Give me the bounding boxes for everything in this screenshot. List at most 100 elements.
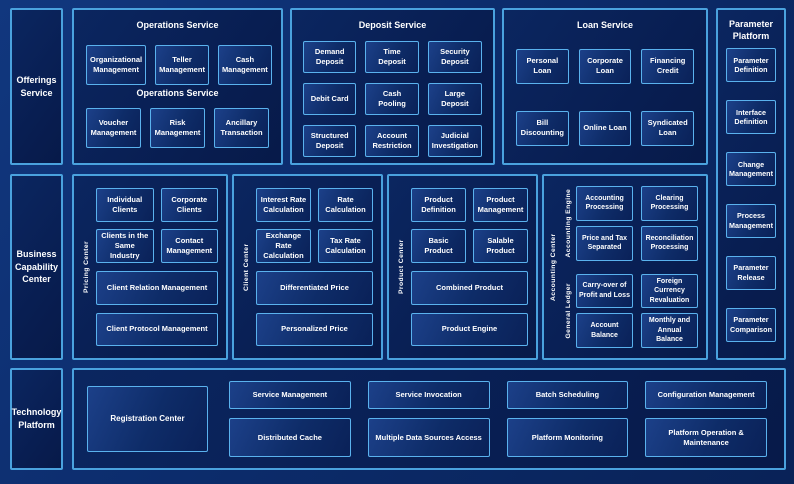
capability-box: Accounting Processing — [576, 186, 633, 221]
capability-box: Batch Scheduling — [506, 381, 629, 410]
registration-center-box: Registration Center — [87, 386, 208, 452]
capability-box: Cash Pooling — [365, 82, 419, 115]
sidebar-label: Technology Platform — [11, 407, 62, 430]
vertical-label: Client Center — [243, 243, 250, 291]
pricing-content: Individual Clients Corporate Clients Cli… — [96, 188, 218, 346]
capability-box: Product Engine — [411, 312, 528, 346]
capability-box: Online Loan — [578, 110, 632, 146]
capability-box: Carry-over of Profit and Loss — [576, 273, 633, 309]
vertical-label: Accounting Engine — [565, 188, 572, 258]
parameter-list: Parameter Definition Interface Definitio… — [726, 48, 776, 342]
accounting-engine-group: Accounting Engine Accounting Processing … — [561, 186, 698, 261]
capability-box: Client Relation Management — [96, 271, 218, 305]
vertical-label: Accounting Center — [550, 233, 557, 301]
technology-grid: Service Management Service Invocation Ba… — [229, 381, 767, 457]
capability-box: Parameter Release — [726, 256, 776, 291]
capability-box: Contact Management — [160, 229, 218, 263]
vertical-label: Product Center — [398, 239, 405, 295]
product-grid: Product Definition Product Management Ba… — [411, 188, 528, 263]
capability-box: Security Deposit — [427, 40, 482, 73]
sidebar-label: Offerings Service — [16, 74, 57, 98]
capability-box: Platform Monitoring — [506, 418, 629, 457]
general-ledger-grid: Carry-over of Profit and Loss Foreign Cu… — [576, 273, 698, 348]
parameter-platform-panel: Parameter Platform Parameter Definition … — [716, 8, 786, 360]
capability-box: Corporate Loan — [578, 48, 632, 84]
loan-grid: Personal Loan Corporate Loan Financing C… — [516, 48, 694, 146]
capability-box: Cash Management — [217, 44, 272, 85]
general-ledger-group: General Ledger Carry-over of Profit and … — [561, 273, 698, 348]
capability-box: Product Management — [473, 188, 528, 222]
product-center-panel: Product Center Product Definition Produc… — [387, 174, 538, 360]
capability-box: Rate Calculation — [318, 188, 373, 222]
capability-box: Configuration Management — [645, 381, 767, 410]
capability-box: Structured Deposit — [303, 124, 357, 157]
capability-box: Price and Tax Separated — [576, 225, 633, 261]
capability-box: Combined Product — [411, 271, 528, 305]
capability-box: Clearing Processing — [641, 186, 698, 221]
vertical-label: General Ledger — [565, 283, 572, 339]
capability-box: Interface Definition — [726, 100, 776, 135]
sidebar-offerings-service: Offerings Service — [10, 8, 63, 165]
capability-box: Service Invocation — [367, 381, 490, 410]
pricing-center-panel: Pricing Center Individual Clients Corpor… — [72, 174, 228, 360]
vertical-label: Pricing Center — [83, 240, 90, 294]
capability-box: Differentiated Price — [256, 271, 373, 305]
capability-box: Reconciliation Processing — [641, 225, 698, 261]
capability-box: Platform Operation & Maintenance — [645, 418, 767, 457]
capability-box: Ancillary Transaction — [214, 108, 269, 149]
capability-box: Multiple Data Sources Access — [367, 418, 490, 457]
deposit-service-panel: Deposit Service Demand Deposit Time Depo… — [290, 8, 495, 165]
capability-box: Tax Rate Calculation — [318, 229, 373, 263]
client-grid: Interest Rate Calculation Rate Calculati… — [256, 188, 373, 263]
accounting-engine-grid: Accounting Processing Clearing Processin… — [576, 186, 698, 261]
capability-box: Client Protocol Management — [96, 312, 218, 346]
product-content: Product Definition Product Management Ba… — [411, 188, 528, 346]
capability-box: Service Management — [229, 381, 351, 410]
panel-title: Loan Service — [576, 20, 634, 30]
capability-box: Parameter Comparison — [726, 307, 776, 342]
capability-box: Voucher Management — [86, 108, 141, 149]
capability-box: Demand Deposit — [303, 40, 357, 73]
sidebar-technology-platform: Technology Platform — [10, 368, 63, 470]
capability-box: Bill Discounting — [516, 110, 569, 146]
technology-platform-panel: Registration Center Service Management S… — [72, 368, 786, 470]
capability-box: Monthly and Annual Balance — [641, 313, 698, 348]
deposit-grid: Demand Deposit Time Deposit Security Dep… — [303, 40, 482, 157]
capability-box: Exchange Rate Calculation — [256, 229, 311, 263]
capability-box: Risk Management — [150, 108, 205, 149]
capability-box: Product Definition — [411, 188, 466, 222]
capability-box: Parameter Definition — [726, 48, 776, 83]
capability-box: Change Management — [726, 152, 776, 187]
pricing-grid: Individual Clients Corporate Clients Cli… — [96, 188, 218, 263]
panel-title: Deposit Service — [358, 20, 427, 30]
capability-box: Process Management — [726, 204, 776, 239]
capability-box: Corporate Clients — [160, 188, 218, 222]
capability-box: Individual Clients — [96, 188, 154, 222]
capability-box: Financing Credit — [641, 48, 694, 84]
capability-box: Debit Card — [303, 82, 357, 115]
capability-box: Syndicated Loan — [641, 110, 694, 146]
capability-box: Clients in the Same Industry — [96, 229, 154, 263]
capability-box: Basic Product — [411, 229, 466, 263]
capability-box: Organizational Management — [86, 44, 147, 85]
capability-box: Foreign Currency Revaluation — [641, 273, 698, 309]
capability-box: Salable Product — [473, 229, 528, 263]
sidebar-business-capability-center: Business Capability Center — [10, 174, 63, 360]
capability-box: Personalized Price — [256, 312, 373, 346]
capability-box: Personal Loan — [516, 48, 569, 84]
capability-box: Distributed Cache — [229, 418, 351, 457]
capability-box: Time Deposit — [365, 40, 419, 73]
client-content: Interest Rate Calculation Rate Calculati… — [256, 188, 373, 346]
capability-box: Judicial Investigation — [427, 124, 482, 157]
capability-box: Account Balance — [576, 313, 633, 348]
accounting-center-panel: Accounting Center Accounting Engine Acco… — [542, 174, 708, 360]
panel-mid-title: Operations Service — [136, 87, 219, 98]
loan-service-panel: Loan Service Personal Loan Corporate Loa… — [502, 8, 708, 165]
panel-title: Parameter Platform — [728, 19, 774, 41]
capability-box: Teller Management — [155, 44, 209, 85]
capability-box: Large Deposit — [427, 82, 482, 115]
panel-title: Operations Service — [136, 20, 219, 30]
sidebar-label: Business Capability Center — [15, 249, 59, 285]
capability-box: Interest Rate Calculation — [256, 188, 311, 222]
